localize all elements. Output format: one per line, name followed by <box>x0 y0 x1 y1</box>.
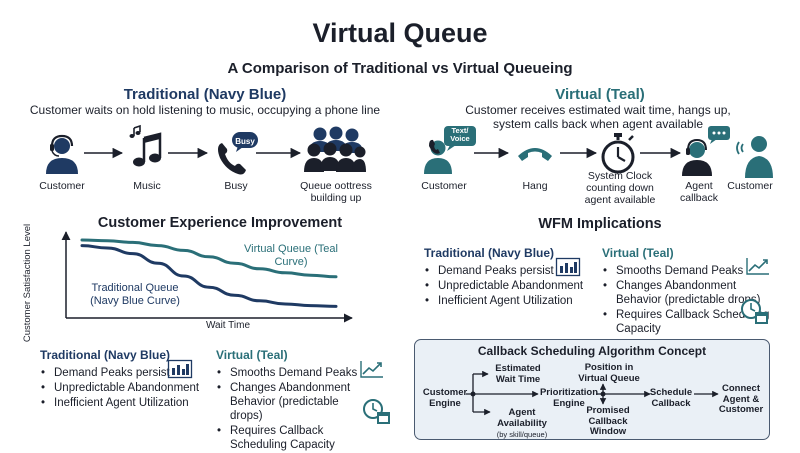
hangup-phone-icon <box>518 148 552 161</box>
traditional-step-label: Busy <box>224 180 248 192</box>
list-item: Smooths Demand Peaks <box>216 366 374 380</box>
cx-heading: Customer Experience Improvement <box>97 215 343 231</box>
list-item: Demand Peaks persist <box>424 264 594 278</box>
bottom-traditional-heading: Traditional (Navy Blue) <box>40 348 171 362</box>
traditional-curve-label: Traditional Queue (Navy Blue Curve) <box>90 282 180 307</box>
agent-headset-icon <box>682 126 730 176</box>
traditional-queue-curve <box>80 244 338 308</box>
trend-chart-icon <box>746 258 769 275</box>
customer-callback-icon <box>736 136 773 178</box>
virtual-step-label: Agent callback <box>680 180 718 204</box>
algorithm-heading: Callback Scheduling Algorithm Concept <box>477 344 707 358</box>
crowd-icon <box>304 126 366 172</box>
algo-connect: Connect Agent & Customer <box>718 383 764 415</box>
bar-chart-icon <box>555 257 581 277</box>
music-note-icon <box>129 124 162 167</box>
algo-agent-availability: Agent Availability <box>497 407 547 429</box>
bar-chart-icon <box>167 359 193 379</box>
list-item: Unpredictable Abandonment <box>40 381 210 395</box>
stopwatch-icon <box>601 133 635 174</box>
algo-schedule-callback: Schedule Callback <box>649 387 693 409</box>
list-item: Smooths Demand Peaks <box>602 264 772 278</box>
page-title: Virtual Queue <box>312 18 488 48</box>
customer-headset-icon <box>46 134 78 174</box>
algo-position: Position in Virtual Queue <box>578 362 640 384</box>
list-item: Changes Abandonment Behavior (predictabl… <box>216 381 374 423</box>
algo-agent-availability-note: (by skill/queue) <box>496 430 548 439</box>
bottom-traditional-list: Demand Peaks persist Unpredictable Aband… <box>40 366 210 411</box>
trend-chart-icon <box>360 361 383 378</box>
text-voice-bubble: Text/ Voice <box>450 126 470 143</box>
list-item: Requires Callback Scheduling Capacity <box>602 308 772 336</box>
traditional-step-label: Queue oottress building up <box>300 180 372 204</box>
busy-bubble-text: Busy <box>235 137 255 146</box>
wfm-traditional-list: Demand Peaks persist Unpredictable Aband… <box>424 264 594 309</box>
wfm-virtual-list: Smooths Demand Peaks Changes Abandonment… <box>602 264 772 337</box>
virtual-heading: Virtual (Teal) <box>555 86 645 103</box>
traditional-heading: Traditional (Navy Blue) <box>123 86 287 103</box>
algo-prioritization-engine: Prioritization Engine <box>539 387 599 409</box>
wfm-heading: WFM Implications <box>538 216 662 232</box>
algo-customer-engine: Customer Engine <box>422 387 468 409</box>
bottom-virtual-list: Smooths Demand Peaks Changes Abandonment… <box>216 366 374 453</box>
wfm-traditional-heading: Traditional (Navy Blue) <box>424 246 555 260</box>
page-subtitle: A Comparison of Traditional vs Virtual Q… <box>227 60 573 77</box>
algo-estimated-wait: Estimated Wait Time <box>495 363 541 385</box>
algo-promised-window: Promised Callback Window <box>586 405 630 437</box>
customer-text-voice-icon <box>424 126 476 174</box>
virtual-step-label: Hang <box>522 180 548 192</box>
clock-calendar-icon <box>741 299 768 324</box>
list-item: Inefficient Agent Utilization <box>424 294 594 308</box>
list-item: Unpredictable Abandonment <box>424 279 594 293</box>
traditional-step-label: Customer <box>39 180 85 192</box>
list-item: Changes Abandonment Behavior (predictabl… <box>602 279 772 307</box>
virtual-description: Customer receives estimated wait time, h… <box>465 103 731 131</box>
virtual-step-label: System Clock counting down agent availab… <box>584 170 656 206</box>
traditional-description: Customer waits on hold listening to musi… <box>29 103 381 117</box>
virtual-curve-label: Virtual Queue (Teal Curve) <box>244 243 338 268</box>
traditional-step-label: Music <box>133 180 161 192</box>
phone-busy-icon <box>218 132 258 175</box>
bottom-virtual-heading: Virtual (Teal) <box>216 348 288 362</box>
list-item: Demand Peaks persist <box>40 366 210 380</box>
virtual-queue-curve <box>80 238 338 279</box>
virtual-step-label: Customer <box>727 180 773 192</box>
virtual-step-label: Customer <box>421 180 467 192</box>
cx-x-axis-label: Wait Time <box>205 320 251 331</box>
clock-calendar-icon <box>363 399 390 424</box>
list-item: Inefficient Agent Utilization <box>40 396 210 410</box>
wfm-virtual-heading: Virtual (Teal) <box>602 246 674 260</box>
